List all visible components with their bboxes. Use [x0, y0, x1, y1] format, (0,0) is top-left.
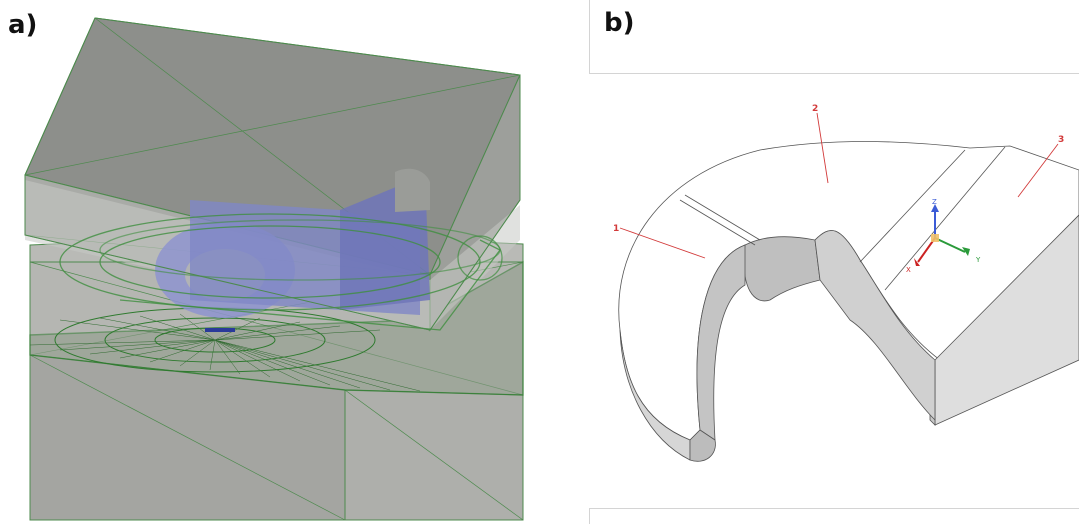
panel-b-frame-left-bottom [589, 508, 590, 524]
coil-mesh [155, 168, 430, 332]
panel-b-frame-bottom-top [589, 73, 1079, 74]
panel-a-label: a) [8, 10, 38, 40]
panel-b-frame-top-bottom [589, 508, 1079, 509]
panel-a-mesh-illustration [24, 17, 524, 521]
axis-triad [914, 204, 970, 266]
region-1-label: 1 [613, 224, 619, 234]
wire-rings [59, 213, 503, 331]
axis-y-label: Y [975, 256, 981, 264]
panel-b-frame-left-top [589, 0, 590, 74]
region-3-label: 3 [1058, 135, 1064, 145]
region-2-label: 2 [812, 104, 818, 114]
region-callouts [619, 112, 1059, 259]
panel-b-label: b) [604, 8, 635, 38]
axis-x-label: X [906, 266, 911, 274]
hook-body [618, 141, 1079, 462]
axis-z-label: Z [932, 198, 937, 206]
